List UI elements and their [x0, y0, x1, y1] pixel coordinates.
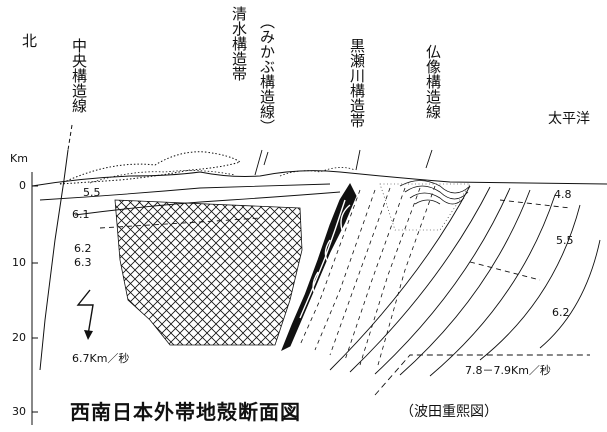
median-tectonic-line-label: 中央構造線: [70, 38, 88, 113]
velocity-label-6-7: 6.7Km／秒: [72, 352, 130, 365]
pacific-label: 太平洋: [548, 111, 590, 127]
depth-tick-20: 20: [12, 331, 26, 344]
kiyomizu-belt-label: 清水構造帯: [230, 6, 248, 81]
moho-boundary: [374, 354, 590, 396]
seismic-arrow: [76, 289, 94, 336]
depth-axis: [31, 172, 38, 425]
velocity-label-5-5-left: 5.5: [83, 186, 101, 199]
depth-tick-30: 30: [12, 405, 26, 418]
kurosegawa-belt-label: 黒瀬川構造帯: [348, 38, 366, 128]
velocity-label-6-3: 6.3: [74, 256, 92, 269]
mikabu-line-label: （みかぶ構造線）: [258, 14, 276, 134]
depth-tick-10: 10: [12, 256, 26, 269]
pacific-side-layers: [329, 185, 601, 377]
surface-deposits-3: [279, 167, 356, 177]
velocity-label-6-2-right: 6.2: [552, 306, 570, 319]
depth-unit-label: Km: [10, 152, 28, 165]
velocity-label-6-1: 6.1: [72, 208, 90, 221]
median-tectonic-fault: [39, 149, 69, 371]
diagram-attribution: （波田重熙図）: [400, 404, 498, 420]
label-leaders: [254, 149, 433, 176]
north-label: 北: [22, 32, 38, 50]
median-tectonic-fault-dash: [67, 124, 73, 151]
depth-tick-0: 0: [19, 179, 26, 192]
butsuzo-dotted-zone: [379, 183, 471, 231]
velocity-label-6-2-left: 6.2: [74, 242, 92, 255]
diagram-title: 西南日本外帯地殻断面図: [70, 400, 301, 424]
kurosegawa-shear-zone: [281, 182, 357, 352]
butsuzo-line-label: 仏像構造線: [424, 44, 442, 119]
surface-line: [31, 170, 607, 187]
velocity-boundary-right-1: [499, 199, 571, 209]
velocity-boundary-right-2: [469, 261, 541, 281]
velocity-label-5-5-right: 5.5: [556, 234, 574, 247]
seismic-arrowhead: [84, 330, 93, 340]
layer-boundary-upper: [39, 183, 331, 201]
crosshatched-body: [114, 199, 303, 346]
velocity-label-7-8-7-9: 7.8－7.9Km／秒: [465, 364, 551, 377]
folded-layers: [399, 180, 471, 205]
kurosegawa-lenses: [299, 199, 351, 319]
velocity-label-4-8: 4.8: [554, 188, 572, 201]
surface-deposits: [59, 151, 242, 185]
